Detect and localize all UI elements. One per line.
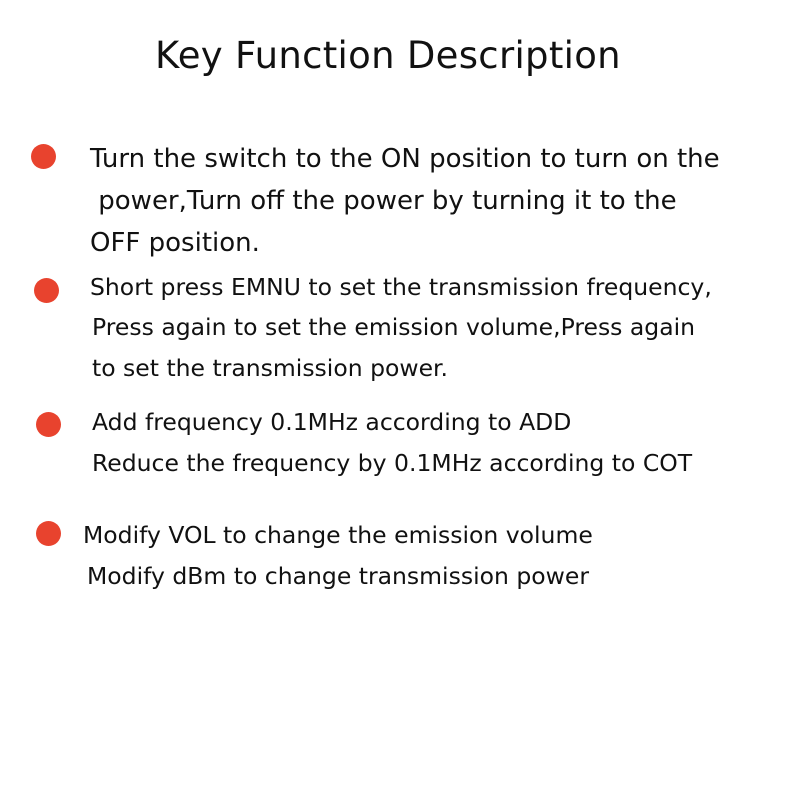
item-1-line-3: OFF position.: [90, 228, 260, 258]
bullet-dot-icon: [36, 412, 61, 437]
page-title: Key Function Description: [155, 34, 621, 77]
item-4-line-2: Modify dBm to change transmission power: [87, 562, 589, 590]
item-4-line-1: Modify VOL to change the emission volume: [83, 521, 593, 549]
bullet-dot-icon: [31, 144, 56, 169]
item-3-line-1: Add frequency 0.1MHz according to ADD: [92, 408, 572, 436]
item-2-line-2: Press again to set the emission volume,P…: [92, 313, 696, 341]
item-1-line-2: power,Turn off the power by turning it t…: [90, 186, 677, 216]
bullet-dot-icon: [34, 278, 59, 303]
item-3-line-2: Reduce the frequency by 0.1MHz according…: [92, 449, 693, 477]
item-2-line-3: to set the transmission power.: [92, 354, 449, 382]
bullet-dot-icon: [36, 521, 61, 546]
item-1-line-1: Turn the switch to the ON position to tu…: [90, 144, 720, 174]
item-2-line-1: Short press EMNU to set the transmission…: [90, 273, 712, 301]
